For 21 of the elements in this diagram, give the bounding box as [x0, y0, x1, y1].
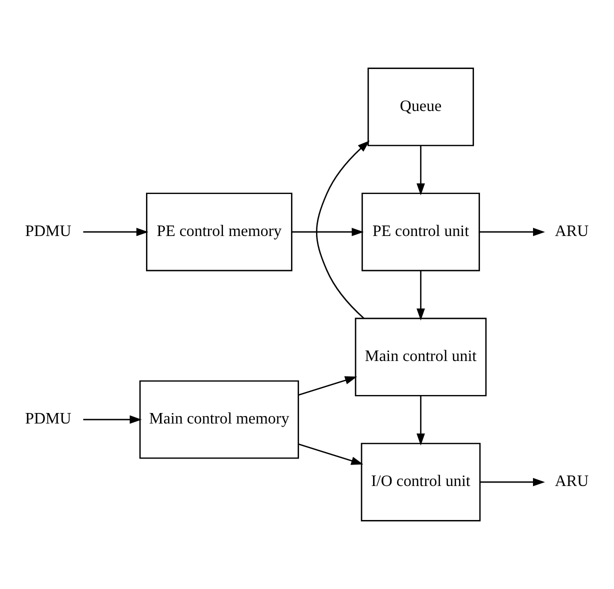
node-text: PDMU: [25, 223, 72, 240]
arrow: [416, 146, 425, 196]
arrow: [479, 228, 546, 236]
node-box: Queue: [368, 68, 474, 146]
arrow: [298, 376, 357, 396]
arrow: [416, 270, 425, 320]
node-box: Main control unit: [354, 318, 487, 396]
node-text: PDMU: [25, 410, 72, 428]
arrow: [316, 140, 370, 319]
node-text: ARU: [554, 223, 589, 240]
arrow: [416, 396, 425, 446]
arrow: [83, 415, 142, 424]
arrow: [83, 228, 148, 236]
node-box: Main control memory: [139, 380, 300, 459]
arrow: [298, 443, 364, 465]
node-box: I/O control unit: [360, 442, 481, 522]
node-text: ARU: [554, 473, 589, 490]
arrow: [480, 478, 545, 486]
node-box: PE control memory: [146, 192, 292, 272]
arrow: [292, 228, 364, 236]
node-box: PE control unit: [362, 192, 480, 272]
